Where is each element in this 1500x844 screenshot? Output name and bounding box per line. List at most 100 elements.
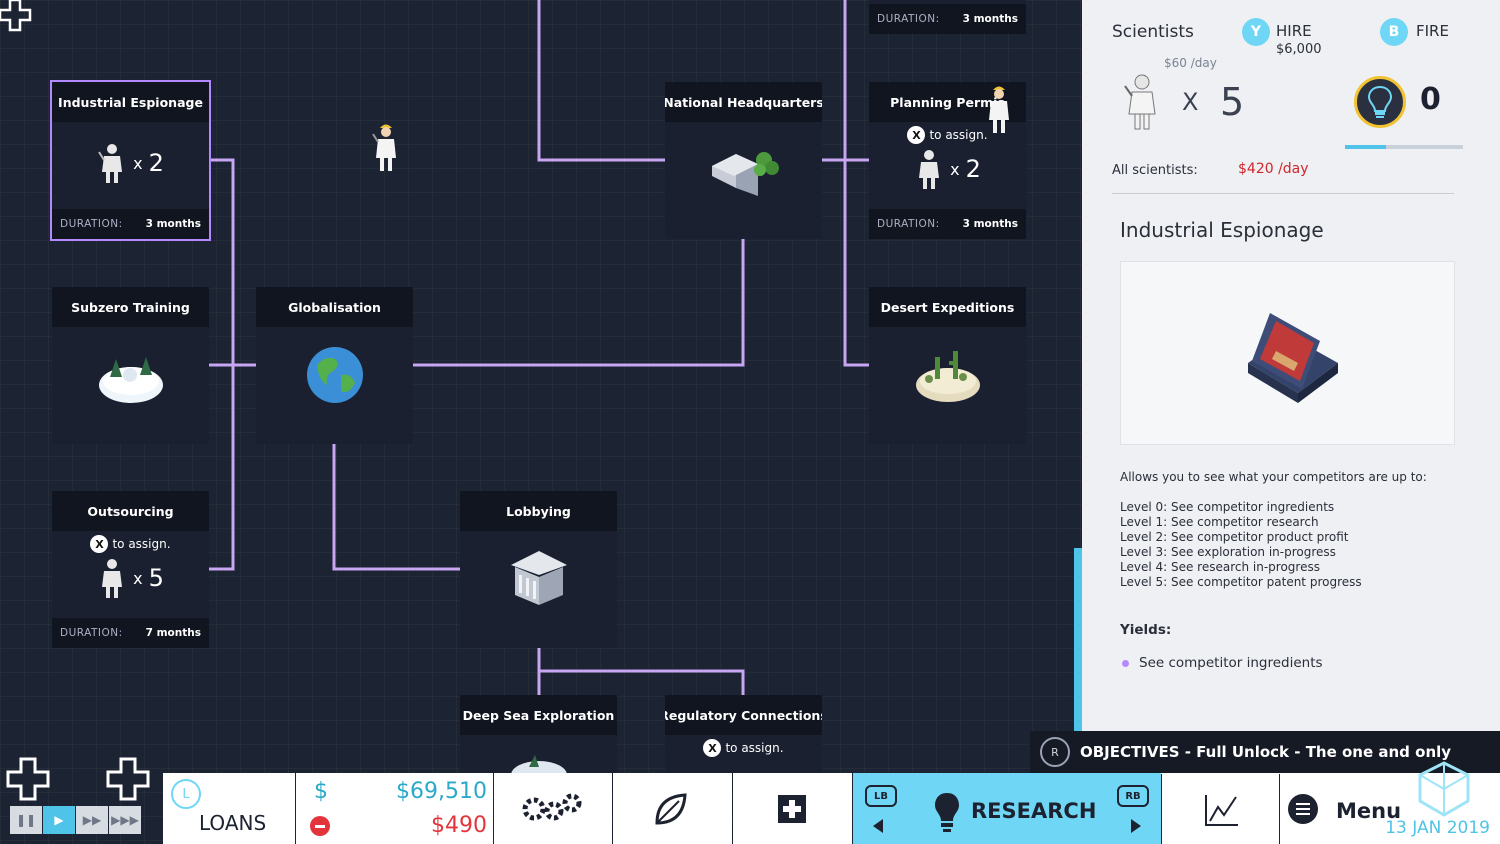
level-item: Level 1: See competitor research — [1120, 515, 1319, 529]
x-button-icon[interactable]: X — [90, 535, 109, 553]
dpad-icon[interactable] — [6, 757, 50, 801]
x-button-icon[interactable]: X — [703, 739, 722, 757]
times-sign: x — [133, 568, 143, 588]
card-title: National Headquarters — [665, 82, 822, 122]
detail-title: Industrial Espionage — [1120, 218, 1324, 242]
panel-scrollbar[interactable] — [1074, 548, 1082, 732]
card-outsourcing[interactable]: Outsourcing X to assign. x 5 DURATION: 7… — [52, 491, 209, 648]
research-tree[interactable]: DURATION: 3 months Industrial Espionage … — [0, 0, 1082, 774]
scientist-icon — [102, 559, 123, 598]
level-item: Level 0: See competitor ingredients — [1120, 500, 1335, 514]
scientist-icon[interactable] — [370, 122, 402, 174]
assign-label: to assign. — [929, 128, 988, 142]
connector — [537, 0, 665, 162]
expense: $490 — [431, 813, 487, 838]
assign-hint: X to assign. — [665, 739, 822, 757]
card-industrial-espionage[interactable]: Industrial Espionage x 2 DURATION: 3 mon… — [50, 80, 211, 241]
pause-button[interactable]: ❚❚ — [10, 806, 42, 834]
yield-item: See competitor ingredients — [1122, 655, 1323, 671]
scientist-cost-per-day: $60 /day — [1164, 56, 1217, 70]
level-item: Level 3: See exploration in-progress — [1120, 545, 1336, 559]
card-title: Globalisation — [256, 287, 413, 327]
duration-label: DURATION: — [877, 218, 940, 230]
production-button[interactable] — [494, 773, 612, 844]
scientist-icon — [1124, 74, 1156, 130]
duration-label: DURATION: — [60, 218, 123, 230]
hire-button[interactable]: HIRE — [1276, 22, 1312, 40]
fire-button-icon[interactable]: B — [1380, 18, 1408, 46]
briefcase-icon — [1247, 313, 1338, 403]
speed-controls: ❚❚ ▶ ▶▶ ▶▶▶ — [0, 733, 162, 844]
card-title: Desert Expeditions — [869, 287, 1026, 327]
card-national-headquarters[interactable]: National Headquarters — [665, 82, 822, 239]
card-regulatory-connections[interactable]: Regulatory Connections X to assign. — [665, 695, 822, 774]
objectives-text: OBJECTIVES - Full Unlock - The one and o… — [1080, 743, 1452, 761]
card-planning-permission[interactable]: Planning Permis X to assign. x 2 — [869, 82, 1026, 239]
scientist-icon — [919, 150, 940, 189]
card-lobbying[interactable]: Lobbying — [460, 491, 617, 648]
menu-button[interactable]: Menu 13 JAN 2019 — [1280, 761, 1500, 844]
card-title: Outsourcing — [52, 491, 209, 531]
loans-button[interactable]: L LOANS — [163, 773, 295, 844]
fast-forward-button[interactable]: ▶▶ — [76, 806, 108, 834]
progress-fill — [1345, 145, 1387, 149]
connector — [332, 443, 460, 571]
sea-island-icon — [510, 755, 567, 774]
duration-bar: DURATION: 3 months — [869, 209, 1026, 239]
minus-icon — [310, 816, 330, 836]
health-button[interactable] — [733, 773, 852, 844]
hire-cost: $6,000 — [1276, 42, 1322, 57]
rb-button[interactable]: RB — [1117, 785, 1149, 807]
divider — [1112, 193, 1454, 194]
menu-icon — [1288, 794, 1318, 824]
card-title: Regulatory Connections — [665, 695, 822, 735]
duration-value: 3 months — [962, 13, 1018, 25]
fire-button[interactable]: FIRE — [1416, 22, 1449, 40]
hire-button-icon[interactable]: Y — [1242, 18, 1270, 46]
all-scientists-cost: $420 /day — [1238, 161, 1309, 177]
game-logo-icon — [1418, 761, 1470, 817]
loans-label: LOANS — [199, 811, 267, 835]
stats-button[interactable] — [1162, 773, 1279, 844]
r-button-icon[interactable]: R — [1040, 737, 1070, 767]
scientist-count: 5 — [1220, 80, 1245, 124]
scientist-count-row: x 5 — [52, 557, 209, 599]
left-arrow-icon[interactable] — [873, 819, 883, 833]
x-button-icon[interactable]: X — [907, 126, 926, 144]
ingredients-button[interactable] — [613, 773, 732, 844]
card-deep-sea-exploration[interactable]: Deep Sea Exploration — [460, 695, 617, 774]
right-arrow-icon[interactable] — [1131, 819, 1141, 833]
duration-value: 3 months — [145, 218, 201, 230]
bullet-icon — [1122, 659, 1129, 667]
lb-button[interactable]: LB — [865, 785, 897, 807]
leaf-icon — [655, 793, 687, 825]
dpad-icon[interactable] — [106, 757, 150, 801]
research-label: RESEARCH — [971, 799, 1097, 823]
globe-icon — [306, 347, 363, 403]
card-title: Deep Sea Exploration — [460, 695, 617, 735]
balance: $69,510 — [396, 779, 487, 804]
research-tab[interactable]: LB RESEARCH RB — [853, 773, 1161, 844]
money-display: $ $69,510 $490 — [296, 773, 493, 844]
card-subzero-training[interactable]: Subzero Training — [52, 287, 209, 444]
assign-hint: X to assign. — [869, 126, 1026, 144]
research-points-count: 0 — [1420, 82, 1441, 117]
menu-label: Menu — [1336, 799, 1402, 823]
fastest-button[interactable]: ▶▶▶ — [109, 806, 141, 834]
assign-label: to assign. — [112, 537, 171, 551]
times-sign: X — [1182, 88, 1199, 116]
connector — [539, 669, 745, 695]
tree-connectors — [209, 0, 869, 695]
duration-bar: DURATION: 3 months — [52, 209, 209, 239]
snow-island-icon — [98, 357, 163, 403]
objectives-bar[interactable]: R OBJECTIVES - Full Unlock - The one and… — [1030, 731, 1500, 773]
level-item: Level 2: See competitor product profit — [1120, 530, 1349, 544]
times-sign: x — [133, 153, 143, 173]
duration-bar: DURATION: 7 months — [52, 618, 209, 648]
scientist-count: 2 — [965, 155, 981, 183]
play-button[interactable]: ▶ — [43, 806, 75, 834]
card-globalisation[interactable]: Globalisation — [256, 287, 413, 444]
bottom-toolbar: L LOANS $ $69,510 $490 LB — [0, 761, 1500, 844]
card-top-partial[interactable]: DURATION: 3 months — [869, 0, 1026, 34]
card-desert-expeditions[interactable]: Desert Expeditions — [869, 287, 1026, 444]
